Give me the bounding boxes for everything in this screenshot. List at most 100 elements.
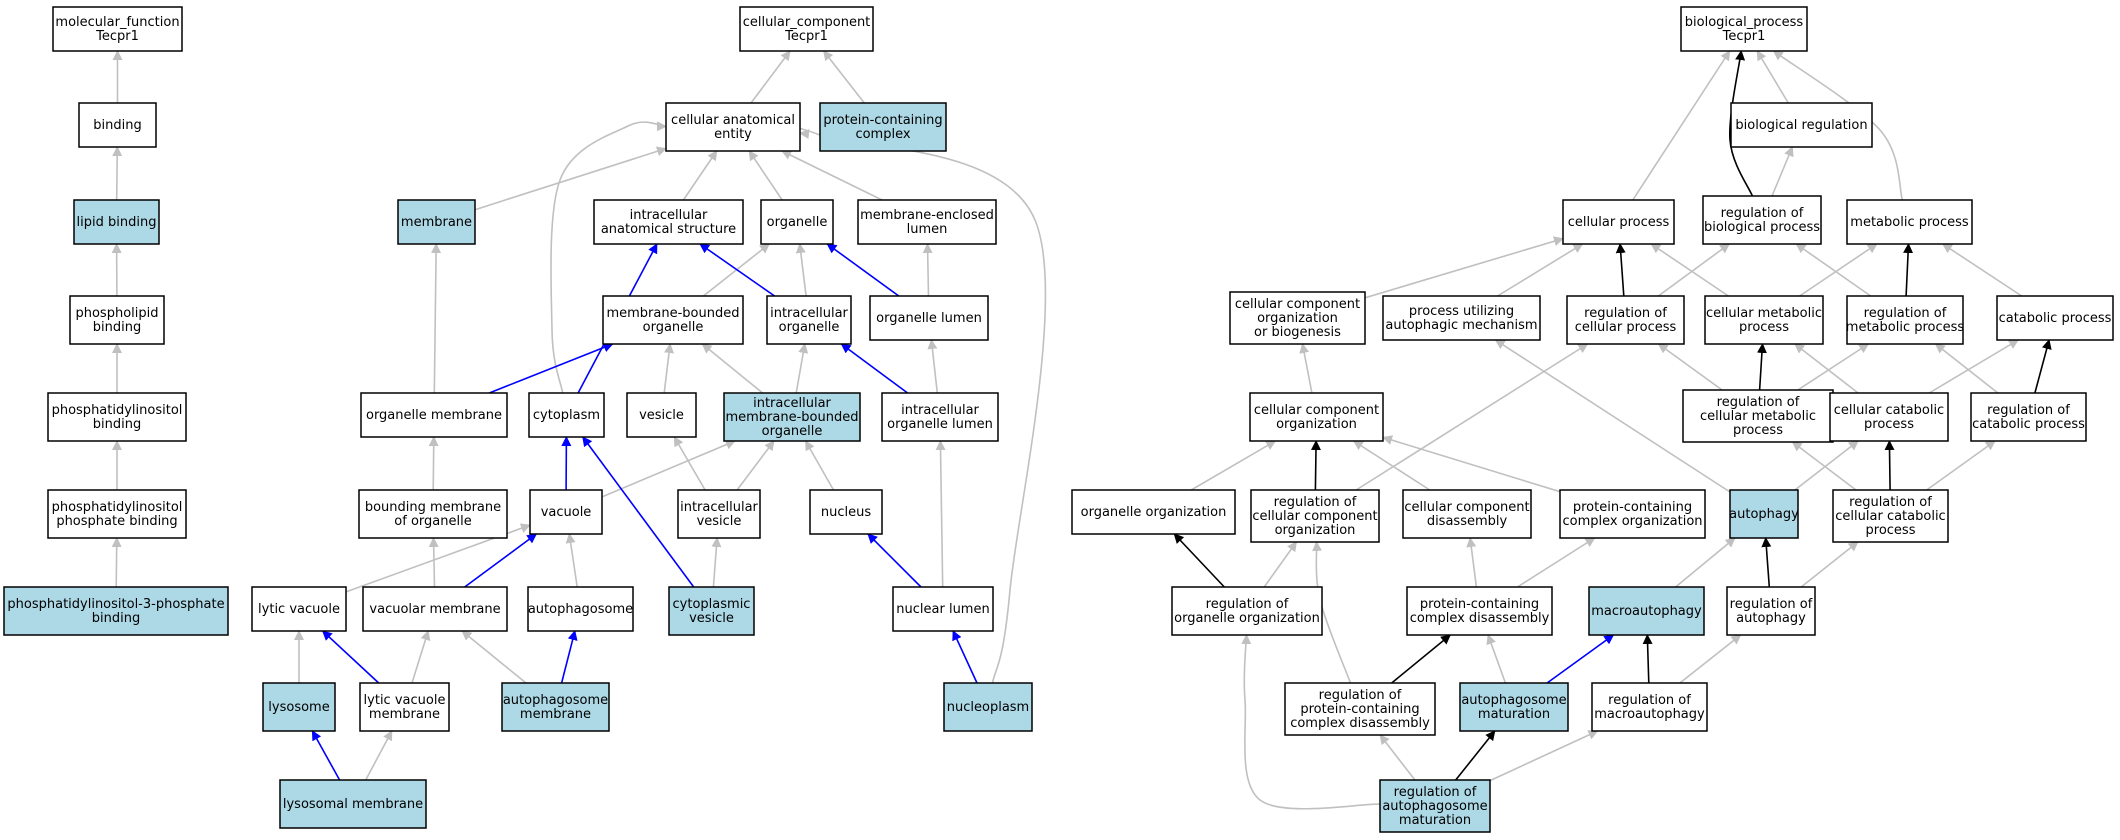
node-label: cytoplasm [533, 408, 600, 423]
edge-line [1756, 50, 1789, 104]
node-cp[interactable]: cellular process [1562, 199, 1675, 245]
node-vacuole[interactable]: vacuole [529, 489, 603, 535]
node-vesicle[interactable]: vesicle [626, 392, 697, 438]
node-vacmem[interactable]: vacuolar membrane [362, 586, 508, 632]
edge-pi3p-to-ptdinsp [111, 537, 122, 588]
node-binding[interactable]: binding [78, 102, 157, 148]
edge-vesicle-to-mbo [663, 343, 674, 394]
node-label: autophagy [1736, 611, 1806, 626]
node-organelle[interactable]: organelle [760, 199, 834, 245]
edge-line [701, 343, 764, 394]
node-label: regulation of [1730, 597, 1813, 612]
edge-line [1794, 343, 1859, 394]
node-macroaut[interactable]: macroautophagy [1588, 586, 1705, 636]
node-label: organelle membrane [366, 408, 502, 423]
node-catp[interactable]: catabolic process [1996, 295, 2114, 341]
node-box [1832, 489, 1949, 543]
edge-autophagy-to-puam [1494, 339, 1731, 493]
node-label: cellular metabolic [1706, 306, 1822, 321]
node-oo[interactable]: organelle organization [1071, 489, 1236, 535]
node-breg[interactable]: biological regulation [1730, 102, 1873, 148]
node-label: cellular_component [743, 15, 871, 30]
node-autophagy[interactable]: autophagy [1729, 489, 1799, 539]
edge-line [1382, 435, 1561, 493]
node-cytoplasm[interactable]: cytoplasm [528, 392, 605, 438]
edge-line [699, 243, 776, 297]
node-olumen[interactable]: organelle lumen [869, 295, 989, 341]
edge-line [1494, 339, 1731, 493]
edge-line [1190, 440, 1277, 491]
node-lytvac[interactable]: lytic vacuole [251, 586, 347, 632]
edge-rcmp-to-rcp [1657, 343, 1723, 391]
node-mp[interactable]: metabolic process [1846, 199, 1973, 245]
node-label: membrane-bounded [606, 306, 739, 321]
edge-rmp-to-mp [1903, 243, 1914, 297]
edge-vacmem-to-vacuole [464, 533, 538, 588]
node-box [527, 586, 634, 632]
node-label: organelle lumen [876, 311, 982, 326]
edge-line [1761, 537, 1772, 588]
node-membrane[interactable]: membrane [397, 199, 476, 245]
node-lysosome[interactable]: lysosome [262, 682, 336, 732]
edge-autophagy-to-ccatp [1794, 440, 1859, 491]
edge-line [1516, 537, 1596, 588]
node-autophagosome[interactable]: autophagosome [527, 586, 634, 632]
edge-roo-to-rcco [1263, 541, 1298, 588]
edge-line [1926, 440, 1996, 491]
edge-line [711, 537, 722, 588]
edge-cytoplasm-to-cae [550, 121, 667, 394]
node-box [1566, 295, 1685, 345]
node-lysmem[interactable]: lysosomal membrane [279, 779, 427, 829]
node-lipid[interactable]: lipid binding [73, 199, 160, 245]
node-label: organelle organization [1174, 611, 1320, 626]
node-omem[interactable]: organelle membrane [360, 392, 508, 438]
edge-line [867, 533, 922, 588]
node-nucleoplasm[interactable]: nucleoplasm [943, 682, 1033, 732]
edge-apmat-to-pccd [1486, 634, 1507, 684]
node-nuclumen[interactable]: nuclear lumen [892, 586, 994, 632]
node-nucleus[interactable]: nucleus [809, 489, 883, 535]
edge-line [1632, 50, 1731, 201]
